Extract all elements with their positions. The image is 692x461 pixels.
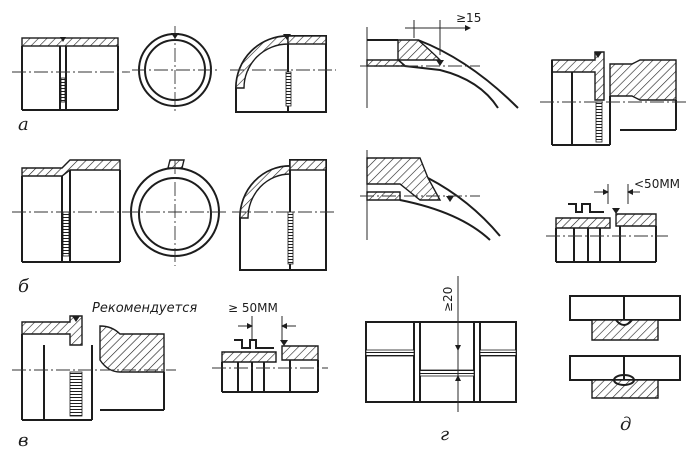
flared-joint-upper: ≥15: [360, 11, 519, 109]
butt-joint-straight-pipe-a: [12, 37, 130, 111]
flared-joint-lower: [360, 150, 501, 241]
backing-strip-joints-d: [569, 295, 681, 399]
socket-joint-right-upper: [540, 51, 686, 146]
dim-min-15: ≥15: [456, 11, 481, 25]
staggered-seams-g: ≥20: [365, 276, 517, 412]
ring-section-a: [132, 26, 218, 114]
flanged-joint-right-middle: <50ММ: [546, 177, 680, 263]
dim-min-50: ≥ 50ММ: [228, 301, 278, 315]
dim-max-50: <50ММ: [634, 177, 680, 191]
label-b: б: [18, 276, 30, 297]
recommended-flange-joint: Рекомендуется ≥ 50ММ: [92, 301, 328, 393]
dim-min-20: ≥20: [441, 287, 455, 312]
note-recommended: Рекомендуется: [92, 301, 197, 316]
label-d: д: [620, 414, 631, 435]
elbow-section-a: [230, 34, 336, 113]
socket-joint-v: [12, 315, 176, 421]
label-v: в: [18, 430, 28, 451]
ring-section-b: [124, 159, 226, 266]
label-a: а: [18, 114, 29, 135]
elbow-section-b: [232, 159, 336, 271]
label-g: г: [440, 424, 449, 445]
butt-joint-offset-pipe-b: [12, 159, 132, 263]
